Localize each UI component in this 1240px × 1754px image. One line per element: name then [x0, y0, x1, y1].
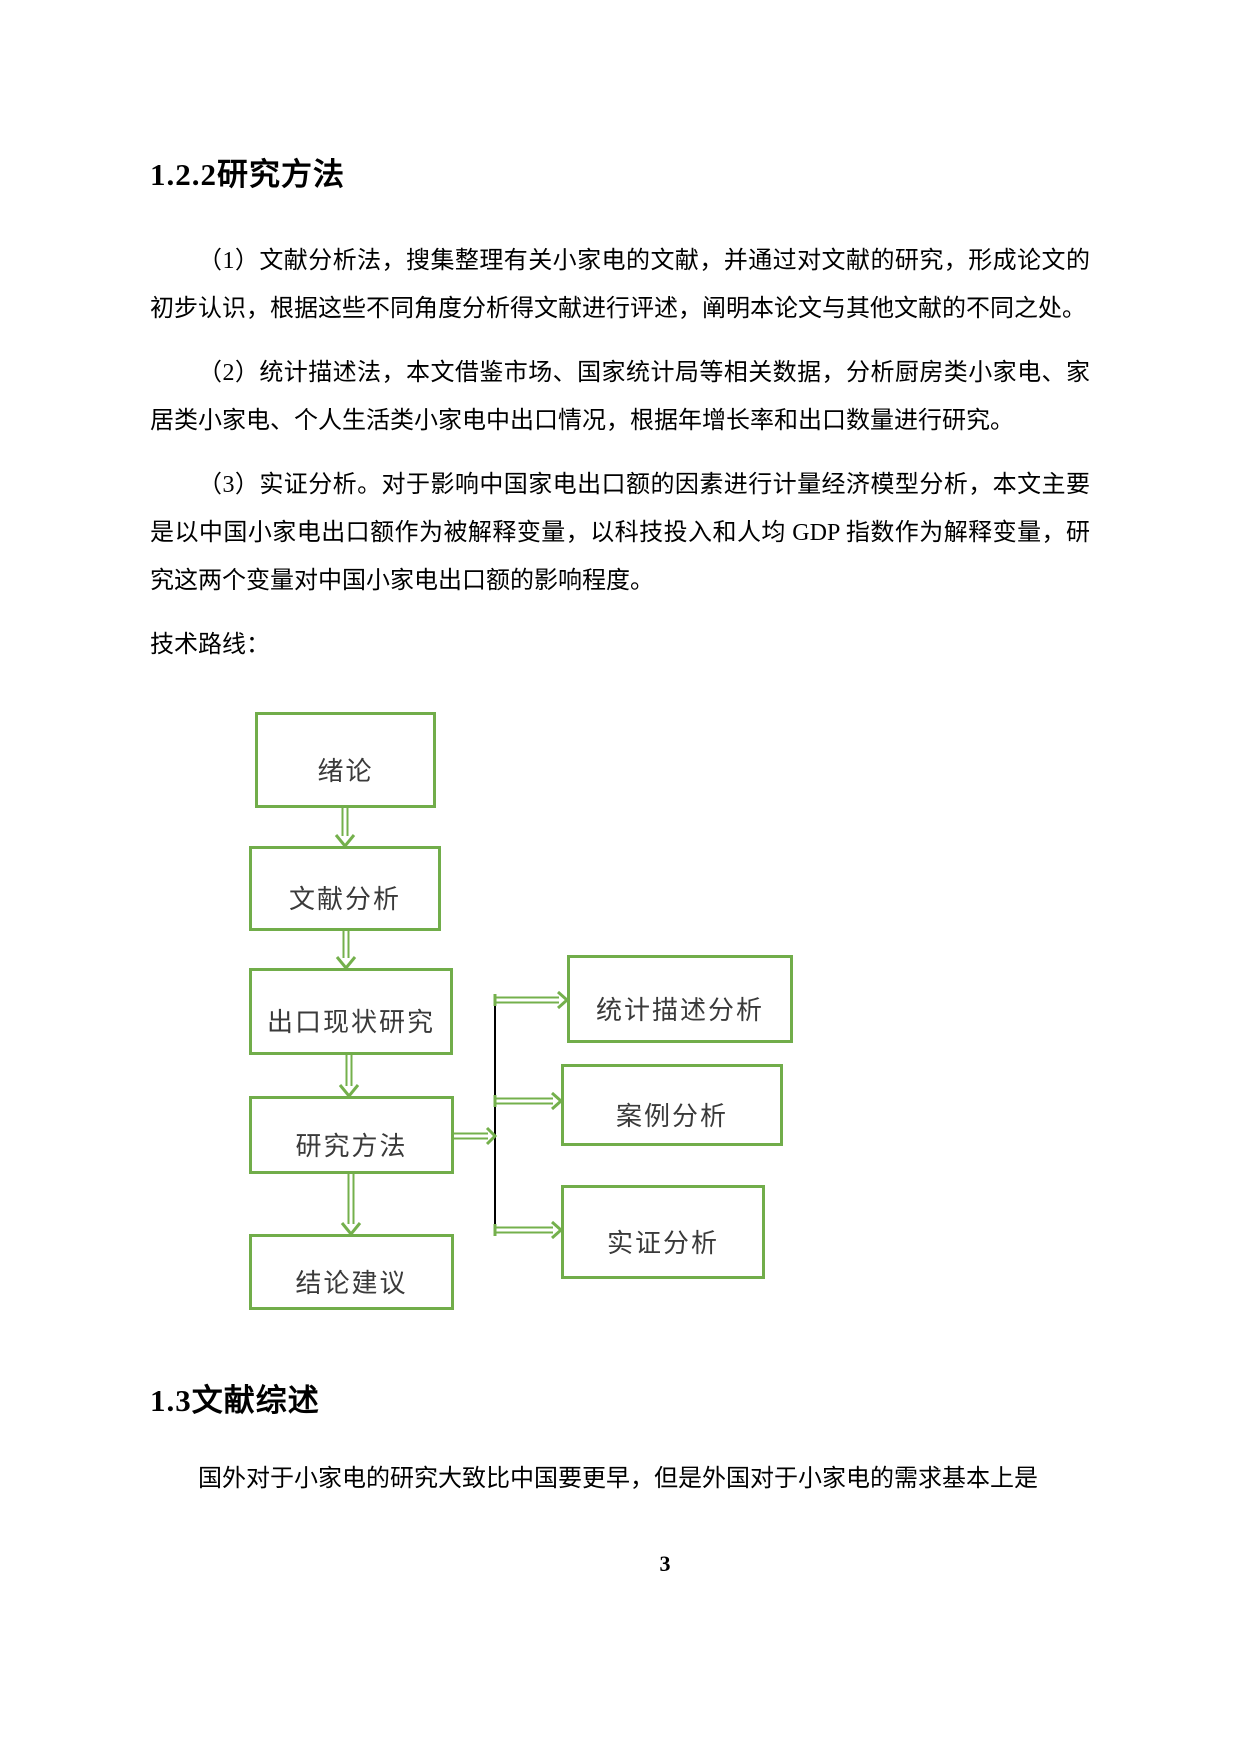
flowchart-box-label: 出口现状研究	[266, 1008, 435, 1037]
arrow-right-icon	[551, 1220, 564, 1240]
arrow-right-icon	[557, 990, 570, 1010]
arrow-down-icon	[340, 1222, 362, 1237]
flowchart-box-introduction: 绪论	[255, 712, 436, 808]
paragraph-empirical-method: （3）实证分析。对于影响中国家电出口额的因素进行计量经济模型分析，本文主要是以中…	[150, 472, 1090, 594]
flowchart-box-research-methods: 研究方法	[249, 1096, 454, 1174]
flowchart-box-label: 绪论	[317, 756, 374, 786]
technical-route-flowchart: 绪论 文献分析 出口现状研究 研究方法 结论建议 统计描述分析 案例分析 实证分…	[150, 652, 1090, 1342]
page-number: 3	[659, 1551, 671, 1576]
flowchart-box-label: 文献分析	[288, 885, 401, 914]
flowchart-box-statistical-description-analysis: 统计描述分析	[567, 955, 793, 1043]
flowchart-box-label: 结论建议	[295, 1268, 408, 1298]
section-heading-1-3: 1.3文献综述	[150, 1383, 320, 1418]
flowchart-box-conclusions-suggestions: 结论建议	[249, 1234, 454, 1310]
arrow-right-icon	[485, 1126, 498, 1146]
flowchart-box-label: 实证分析	[606, 1228, 719, 1258]
flowchart-box-label: 研究方法	[295, 1131, 408, 1161]
flowchart-box-literature-analysis: 文献分析	[249, 846, 441, 931]
paragraph-statistical-method: （2）统计描述法，本文借鉴市场、国家统计局等相关数据，分析厨房类小家电、家居类小…	[150, 360, 1090, 434]
arrow-right-icon	[551, 1091, 564, 1111]
flowchart-box-export-status-research: 出口现状研究	[249, 968, 453, 1055]
flowchart-box-label: 案例分析	[615, 1101, 728, 1131]
flowchart-box-empirical-analysis: 实证分析	[561, 1185, 765, 1279]
arrow-down-icon	[335, 956, 357, 971]
flowchart-box-case-analysis: 案例分析	[561, 1064, 783, 1146]
section-heading-1-2-2: 1.2.2研究方法	[150, 157, 345, 192]
paragraph-literature-review: 国外对于小家电的研究大致比中国要更早，但是外国对于小家电的需求基本上是	[198, 1466, 1038, 1492]
tech-route-label: 技术路线：	[150, 632, 270, 658]
paragraph-literature-method: （1）文献分析法，搜集整理有关小家电的文献，并通过对文献的研究，形成论文的初步认…	[150, 248, 1090, 322]
flowchart-box-label: 统计描述分析	[595, 995, 764, 1025]
arrow-down-icon	[338, 1084, 360, 1099]
arrow-down-icon	[334, 834, 356, 849]
